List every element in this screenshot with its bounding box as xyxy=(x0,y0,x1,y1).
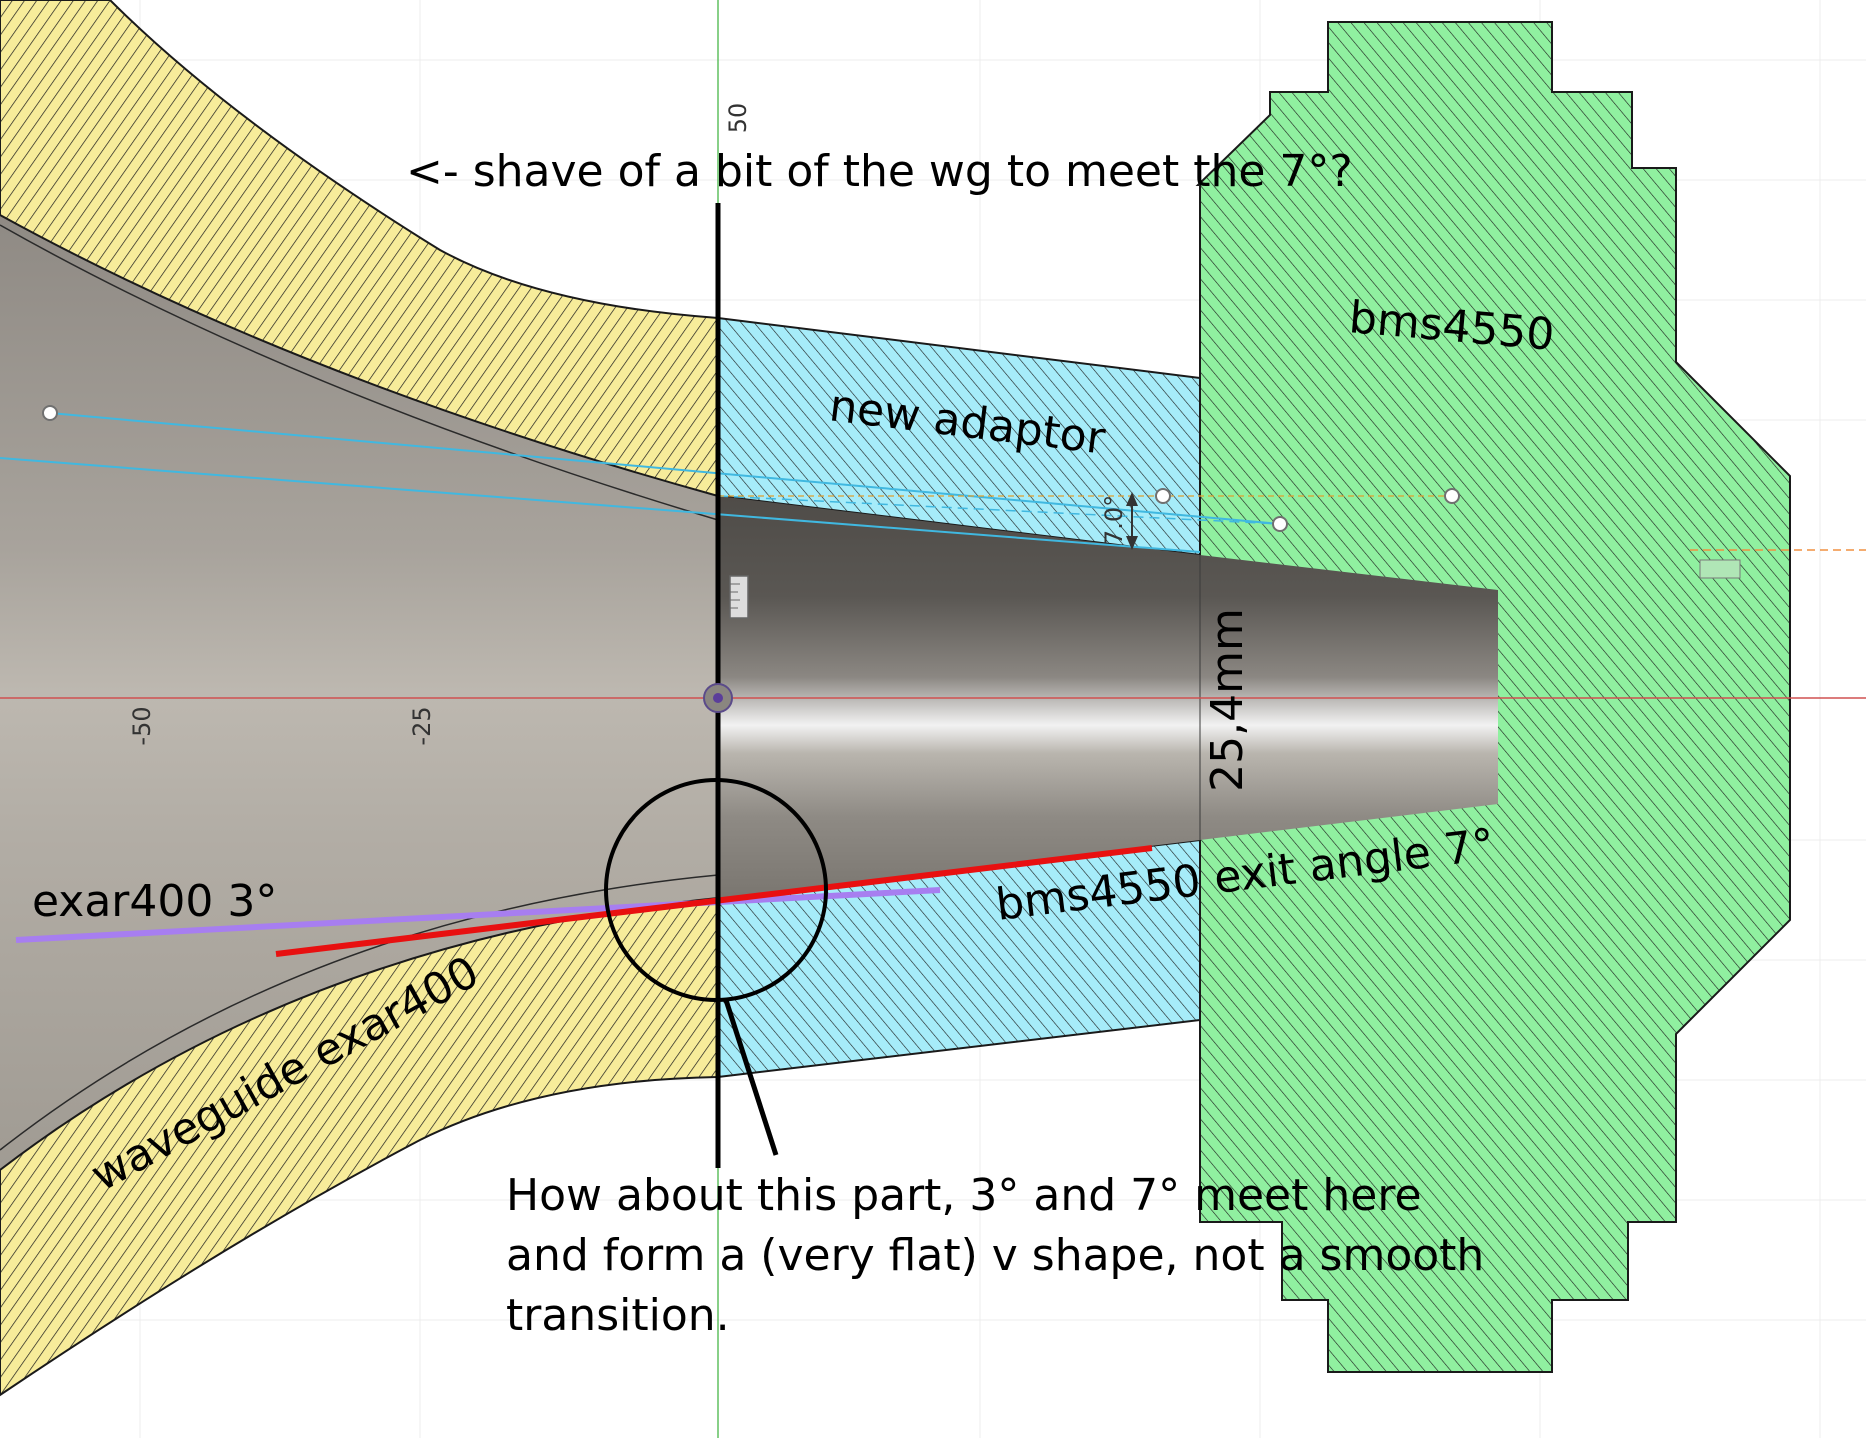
bottom-note-line-3: transition. xyxy=(506,1290,730,1341)
sketch-line-2 xyxy=(0,457,1201,553)
diameter-dimension-label: 25,4mm xyxy=(1202,608,1253,792)
ruler-icon[interactable] xyxy=(729,575,749,619)
angle-dimension[interactable]: 7.0° xyxy=(1100,492,1138,550)
bms4550-7deg-line xyxy=(275,845,1153,957)
angle-dimension-label: 7.0° xyxy=(1100,495,1128,545)
exar400-3deg-line xyxy=(15,887,941,943)
transition-highlight-circle xyxy=(604,778,828,1002)
bottom-note-line-2: and form a (very flat) v shape, not a sm… xyxy=(506,1230,1484,1281)
sketch-dashed-line xyxy=(717,495,1281,525)
waveguide-exar400-lower-section xyxy=(0,896,719,1397)
sketch-point-icon[interactable] xyxy=(1272,516,1288,532)
x-tick-neg25: -25 xyxy=(408,706,436,745)
cone-body xyxy=(718,496,1498,898)
waveguide-inner-edge-lower xyxy=(0,874,719,1151)
dimension-marker-icon xyxy=(1699,559,1741,579)
y-tick-50: 50 xyxy=(724,103,752,134)
waveguide-inner-edge-upper xyxy=(0,224,719,521)
x-tick-neg50: -50 xyxy=(128,706,156,745)
waveguide-exar400-upper-section xyxy=(0,0,719,498)
top-note: <- shave of a bit of the wg to meet the … xyxy=(406,146,1353,197)
callout-pointer xyxy=(723,999,779,1156)
sketch-point-icon[interactable] xyxy=(42,405,58,421)
sketch-point-icon[interactable] xyxy=(1444,488,1460,504)
exar400-angle-label: exar400 3° xyxy=(32,876,277,927)
sketch-point-icon[interactable] xyxy=(1155,488,1171,504)
sketch-line-1 xyxy=(49,412,1281,525)
bottom-note-line-1: How about this part, 3° and 7° meet here xyxy=(506,1170,1422,1221)
origin-icon[interactable] xyxy=(703,683,733,713)
